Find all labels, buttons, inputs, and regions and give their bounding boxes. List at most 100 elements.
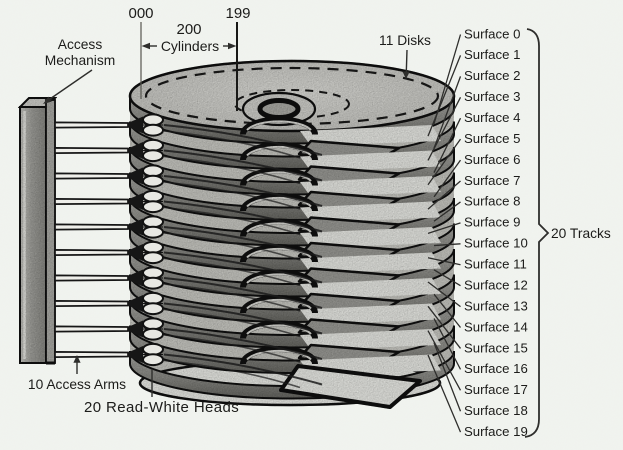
arm-sweep-arc [163,257,301,287]
access-arm [54,249,129,256]
read-write-head [142,317,164,331]
hub-cut-highlight [246,196,312,208]
read-write-head [142,113,164,127]
arm-fork [128,116,143,134]
cutaway-gap-sliver [300,329,441,350]
surface-label: Surface 2 [464,68,520,83]
read-write-head [142,327,164,341]
arm-sweep-arc [163,308,301,338]
arm-fork [128,218,143,236]
hub-cut-highlight [246,273,312,284]
access-arm [54,121,129,129]
surface-leader-line [427,330,462,391]
access-arm [54,147,129,154]
access-arm [54,172,129,180]
arm-sweep-arc [163,149,323,182]
read-write-heads-label: 20 Read-White Heads [84,399,239,416]
arm-fork [128,193,143,210]
disks-arrow-icon [402,71,410,79]
arm-sweep-arc [163,334,301,363]
arm-fork [128,142,143,159]
read-write-head [142,215,164,229]
surface-leader-line [427,138,462,186]
arm-sweep-arc [163,283,301,312]
surface-leader-line [433,318,462,370]
cutaway-gap-sliver [300,150,441,172]
cylinders-count-label: 200 [176,21,201,38]
arm-sweep-arc [163,155,301,185]
cutaway-gap-sliver [300,227,441,248]
surface-label: Surface 7 [464,173,520,188]
read-write-head [142,266,164,280]
disks-leader-line [405,49,408,73]
surface-leader-line [427,354,462,433]
hub-cut-arc [240,116,318,135]
hub-cut-arc [240,142,318,161]
access-arm [54,198,129,205]
access-mechanism-arrow-icon [43,96,52,104]
cylinder-start-label: 000 [128,5,153,22]
hub-cut-arc [240,269,318,288]
surface-leader-line [427,96,462,161]
hub-cut-highlight [246,222,312,233]
cutaway-gap-sliver [300,176,441,197]
hub-cut-arc [240,346,318,365]
surface-label: Surface 15 [464,340,528,355]
read-write-head [142,189,164,203]
access-arm [54,351,129,358]
cylinder-end-label: 199 [225,5,250,22]
read-write-head [142,342,164,356]
read-write-head [142,138,164,152]
disks-count-label: 11 Disks [379,33,431,48]
read-write-head [142,353,164,367]
spindle-hub-hole [257,98,301,120]
read-write-head [142,174,164,188]
surface-label: Surface 10 [464,236,528,251]
diagram-labels: 000 199 200 Cylinders Access Mechanism 1… [28,5,611,416]
surface-leader-line [427,55,462,137]
hub-cut-highlight [246,247,312,259]
surface-leader-line [433,201,461,222]
access-arm [54,325,129,333]
tracks-count-label: 20 Tracks [551,226,611,241]
arm-sweep-arc [163,328,323,360]
hub-cut-arc [240,218,318,237]
surface-label: Surface 18 [464,403,528,418]
hub-cut-arc [240,295,318,314]
annotations [43,22,550,438]
surface-label: Surface 5 [464,131,520,146]
arm-fork [128,269,143,287]
arm-sweep-arc [163,232,301,261]
read-write-head [142,200,164,214]
hub-cut-arc [240,244,318,263]
arm-sweep-arc [163,302,323,335]
hub-cut-highlight [246,145,312,157]
access-mechanism-label-line1: Access [58,37,103,52]
surface-label: Surface 19 [464,424,528,439]
read-write-head [142,251,164,265]
access-arm [54,300,129,307]
surface-leader-line [427,281,461,308]
surface-leader-line [433,269,461,287]
arm-sweep-arc [163,353,323,386]
read-write-head [142,240,164,254]
surface-label: Surface 6 [464,152,520,167]
arm-sweep-arc [163,277,323,309]
read-write-head [142,302,164,316]
cylinders-arrow-right-icon [228,42,237,50]
hub-cut-arc [240,167,318,186]
surface-label: Surface 3 [464,89,520,104]
tracks-bracket [524,28,550,438]
surface-leader-line [427,257,461,266]
access-arms-count-label: 10 Access Arms [28,377,126,392]
surface-label: Surface 11 [464,257,527,272]
hub-cut-arc [240,193,318,212]
surface-leader-line [433,342,462,412]
read-write-head [142,164,164,178]
hub-cut-highlight [246,120,312,131]
cylinders-arrow-left-icon [141,42,150,50]
surface-leader-line [427,222,461,235]
arm-sweep-arc [163,130,301,159]
arm-fork [128,346,143,363]
